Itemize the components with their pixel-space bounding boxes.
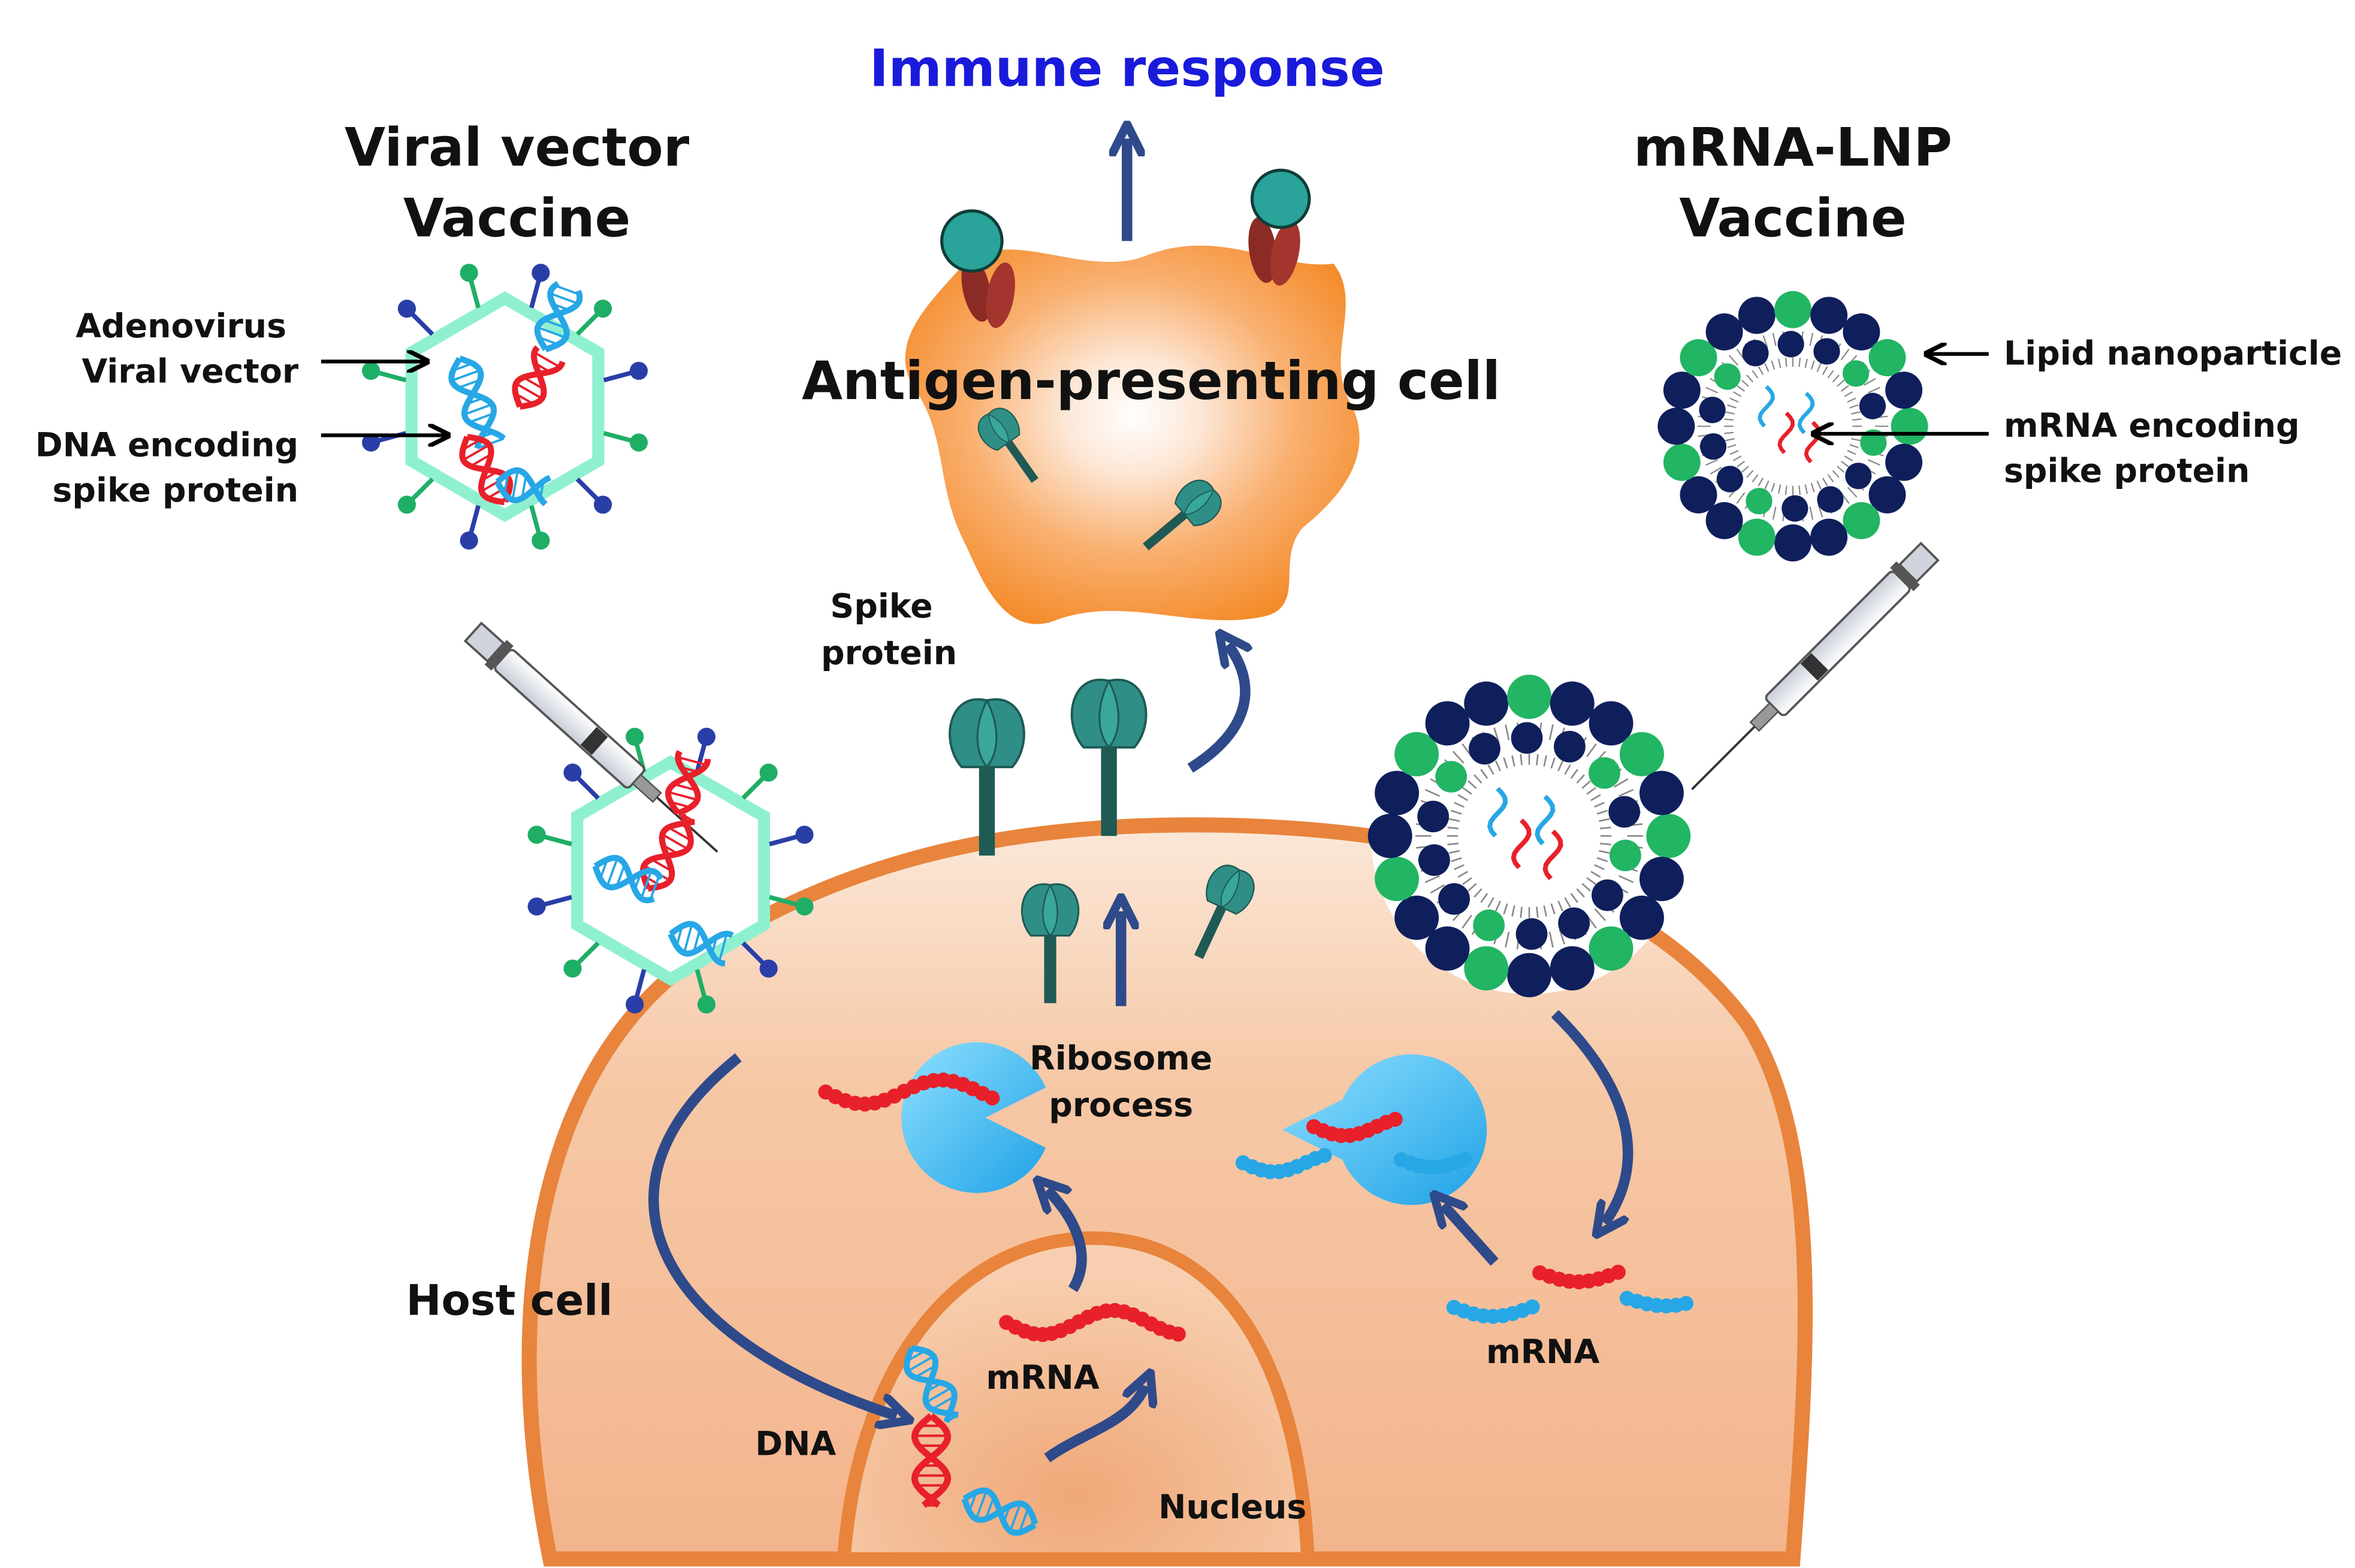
lipid-nanoparticle-bottom — [1367, 674, 1691, 998]
label-spike-2: protein — [821, 635, 957, 673]
nucleus-membrane — [836, 1231, 1315, 1566]
label-nucleus: Nucleus — [1158, 1488, 1306, 1527]
label-mrna-encoding-2: spike protein — [2004, 452, 2250, 490]
lipid-nanoparticle-top — [1657, 291, 1928, 562]
label-ribosome-1: Ribosome — [1029, 1040, 1212, 1078]
adenovirus-particle-top — [362, 264, 648, 550]
label-dna: DNA — [755, 1425, 836, 1463]
label-mrna-nucleus: mRNA — [986, 1359, 1099, 1397]
viral-vector-title-2: Vaccine — [403, 188, 630, 249]
syringe-left — [463, 621, 718, 853]
dna-helix — [459, 434, 514, 506]
dna-helix — [911, 1413, 952, 1508]
arrow-spike-to-apc — [1187, 645, 1245, 773]
surface-spike-2 — [1070, 678, 1148, 838]
label-adenovirus-2: Viral vector — [82, 353, 299, 391]
arrow-dna-to-nucleus — [648, 1053, 896, 1416]
viral-vector-title-1: Viral vector — [345, 117, 690, 179]
label-ribosome-2: process — [1049, 1086, 1193, 1125]
host-cell-membrane — [521, 817, 1813, 1567]
label-lipid-nanoparticle: Lipid nanoparticle — [2004, 334, 2342, 373]
arrow-lnp-mrna-down — [1551, 1010, 1634, 1223]
dna-helix — [665, 750, 711, 817]
label-dna-encoding-2: spike protein — [53, 472, 299, 510]
apc-receptor-left — [940, 209, 1015, 328]
label-adenovirus-1: Adenovirus — [76, 307, 286, 346]
label-dna-encoding-1: DNA encoding — [35, 427, 298, 465]
arrow-mrna-to-ribosome-right — [1444, 1205, 1499, 1266]
label-spike-1: Spike — [830, 588, 932, 626]
arrow-mrna-to-ribosome-left — [1047, 1190, 1087, 1292]
label-antigen-presenting-cell: Antigen-presenting cell — [802, 350, 1500, 412]
dna-helix — [903, 1345, 959, 1423]
mrna-lnp-title-2: Vaccine — [1679, 188, 1906, 249]
dna-helix — [448, 355, 506, 449]
dna-helix — [534, 280, 583, 352]
dna-helix — [668, 921, 734, 966]
apc-receptor-right — [1248, 168, 1311, 286]
dna-helix — [494, 467, 552, 507]
label-host-cell: Host cell — [406, 1276, 613, 1325]
antigen-presenting-cell — [905, 245, 1360, 624]
dna-helix — [512, 345, 566, 410]
arrow-dna-to-mrna — [1044, 1386, 1145, 1463]
label-mrna-encoding-1: mRNA encoding — [2004, 407, 2300, 445]
mrna-lnp-title-1: mRNA-LNP — [1634, 117, 1952, 179]
mrna-chains — [818, 1072, 1694, 1342]
diagram-title: Immune response — [869, 39, 1385, 98]
dna-helix — [592, 854, 664, 904]
adenovirus-fibers-bottom — [527, 727, 814, 1014]
adenovirus-particle-bottom — [527, 727, 814, 1014]
dna-helices — [448, 280, 1038, 1536]
syringe-right — [1691, 542, 1940, 790]
label-mrna-cytoplasm: mRNA — [1486, 1333, 1599, 1371]
dna-helix — [961, 1487, 1038, 1536]
